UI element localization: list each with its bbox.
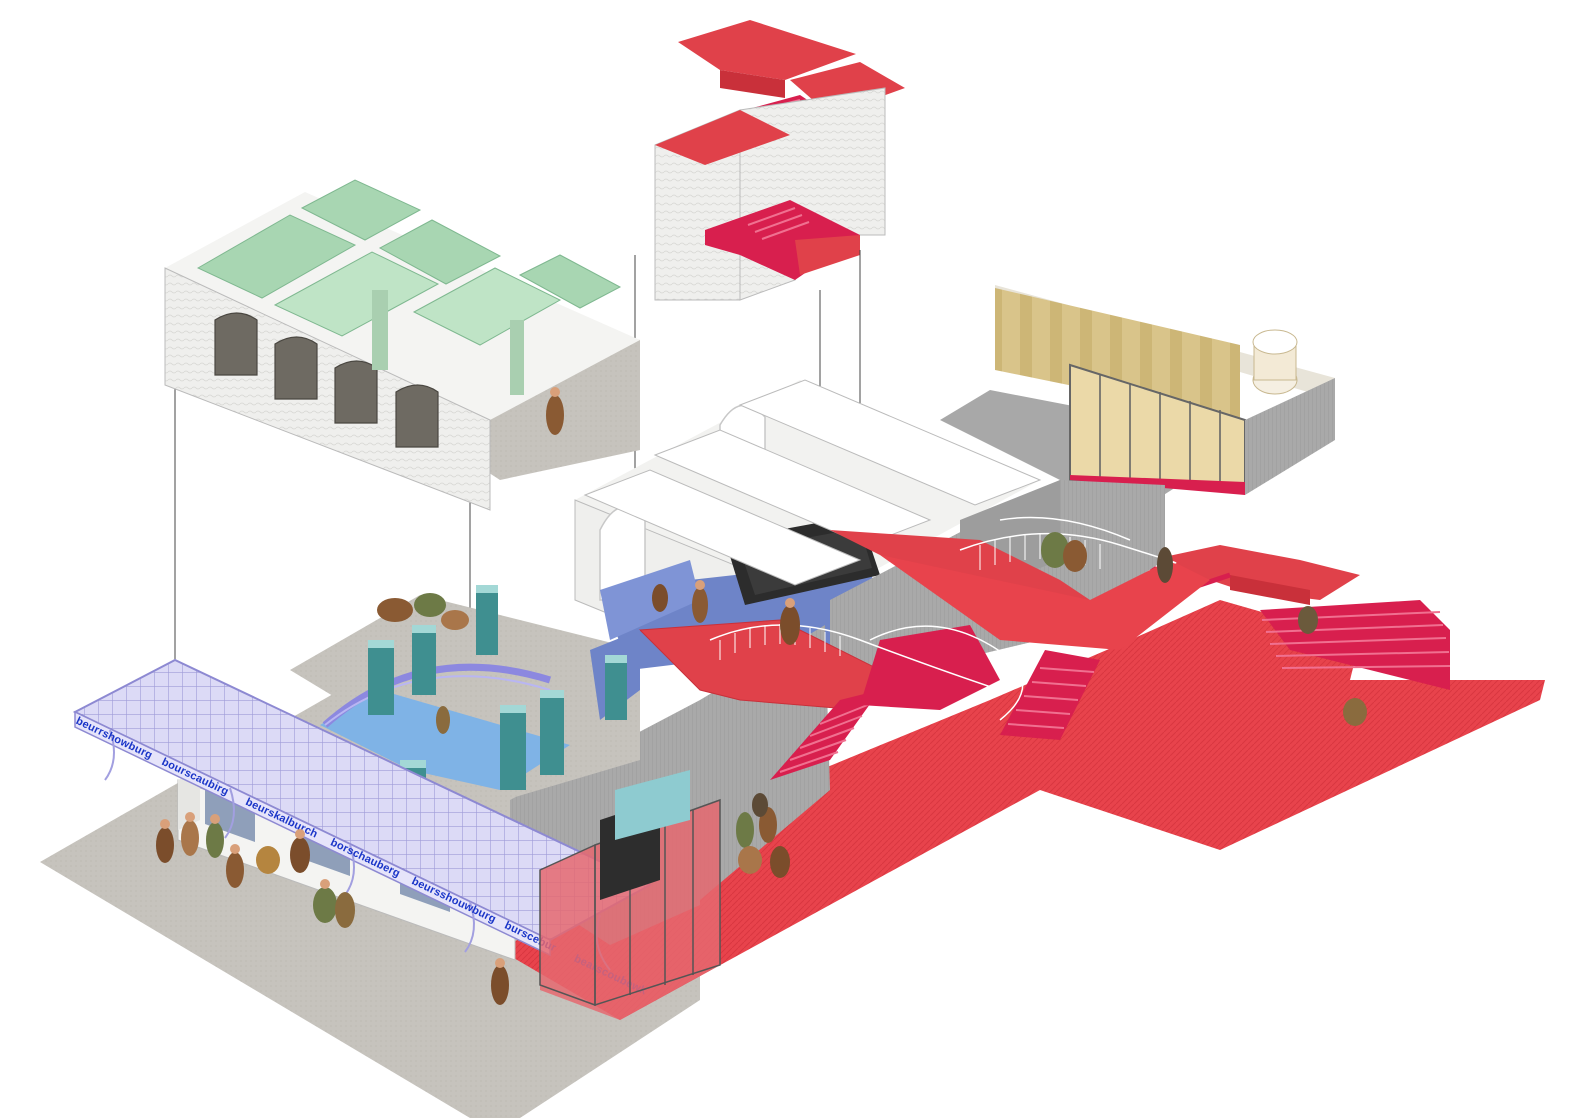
red-stair-system [638,516,1367,780]
figure-stair-2 [1157,547,1173,583]
figure-plaza-6 [290,829,310,873]
skylight-room-upper [164,179,640,511]
spiral-stair-white [1252,329,1298,395]
figure-skylight-room [546,387,564,435]
skylight-interior-columns [372,290,524,395]
figure-plaza-7 [313,879,337,923]
hall-roof-beams [583,379,1042,586]
figure-red-floor [1343,698,1367,726]
crowd-plaza [156,812,509,1005]
figure-plaza-5 [256,846,280,874]
figure-entrance [491,958,509,1005]
figure-plaza-4 [226,844,244,888]
floating-stair-volume [654,20,905,301]
figure-bleachers [1298,606,1318,634]
crowd-red-floor [736,793,790,878]
figure-hall-1 [692,580,708,623]
figure-group-courtyard [377,593,469,630]
red-stair-lower [770,690,880,780]
entrance-glazing [539,770,721,1020]
figure-plaza-2 [181,812,199,856]
arched-windows [214,312,439,448]
stair-railings [709,516,1177,721]
teal-column [540,690,564,775]
teal-column [368,640,394,715]
figure-plaza-8 [335,892,355,928]
gold-room-glazing [1099,374,1221,484]
teal-column [500,705,526,790]
figure-hall-2 [652,584,668,612]
figure-plaza-3 [206,814,224,858]
teal-columns [368,585,627,820]
inner-courtyard [290,585,640,820]
teal-column [605,655,627,720]
teal-column [412,625,436,695]
figure-pool [436,706,450,734]
figure-plaza-1 [156,819,174,863]
teal-column [476,585,498,655]
figure-stair-1 [780,598,800,645]
red-floor-plane [500,600,1545,1020]
skylight-panels [196,179,622,346]
red-stair-right [1000,650,1100,740]
figure-stair-group [1041,532,1087,572]
